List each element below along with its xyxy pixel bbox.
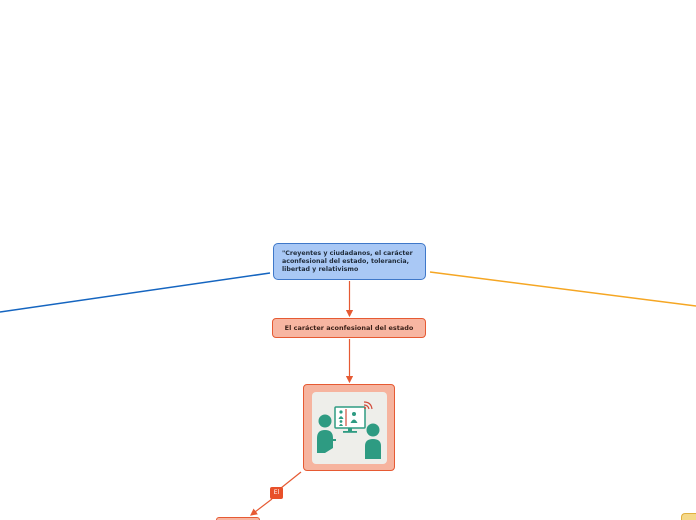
badge-text: El (273, 489, 280, 496)
subtopic-text: El carácter aconfesional del estado (284, 324, 414, 332)
right-branch-node-partial[interactable] (681, 513, 696, 520)
child-node-partial[interactable] (216, 517, 260, 520)
connector-image-to-badge (280, 471, 302, 489)
relationship-label-badge[interactable]: El (270, 487, 283, 499)
connector-badge-to-bottom-node (250, 498, 273, 516)
two-people-presentation-screen-icon (312, 392, 387, 464)
branch-line-left-blue (0, 272, 271, 313)
image-node[interactable] (303, 384, 395, 471)
subtopic-node-aconfesional[interactable]: El carácter aconfesional del estado (272, 318, 426, 338)
branch-line-right-yellow (429, 271, 696, 307)
central-topic-node[interactable]: "Creyentes y ciudadanos, el carácter aco… (273, 243, 426, 280)
central-topic-text: "Creyentes y ciudadanos, el carácter aco… (282, 250, 413, 273)
